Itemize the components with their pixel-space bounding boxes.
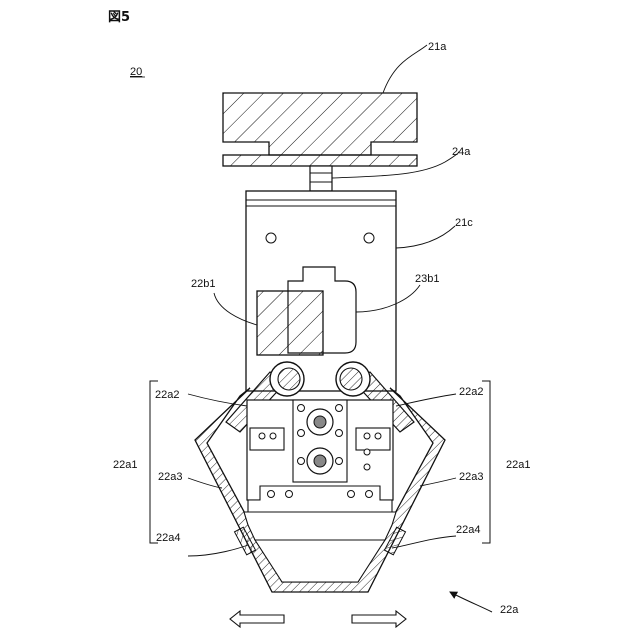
label-22a: 22a (500, 604, 519, 616)
base-block-21a (223, 93, 417, 155)
label-22a3-right: 22a3 (459, 471, 483, 483)
lower-body (244, 512, 396, 540)
bracket-right (356, 428, 390, 450)
housing-hole-left (266, 233, 276, 243)
label-21c: 21c (455, 217, 473, 229)
small-hole (336, 405, 343, 412)
block-22b1 (257, 291, 323, 355)
label-24a: 24a (452, 146, 471, 158)
small-hole (336, 458, 343, 465)
ref-main: 20 (130, 66, 142, 78)
arrow-right (352, 611, 406, 627)
brace-right (482, 381, 490, 543)
arrow-left (230, 611, 284, 627)
center-bolt-bottom-inner (314, 455, 326, 467)
pivot-left-inner (278, 368, 300, 390)
plate (223, 155, 417, 166)
label-22a3-left: 22a3 (158, 471, 182, 483)
label-22a4-right: 22a4 (456, 524, 480, 536)
small-hole (336, 430, 343, 437)
brace-left (150, 381, 158, 543)
center-bolt-top-inner (314, 416, 326, 428)
arrow-22a (450, 592, 492, 612)
label-22b1: 22b1 (191, 278, 215, 290)
bracket-left (250, 428, 284, 450)
shaft-24a (310, 166, 332, 191)
label-22a2-left: 22a2 (155, 389, 179, 401)
label-22a4-left: 22a4 (156, 532, 180, 544)
lower-plate (248, 486, 392, 512)
label-22a1-right: 22a1 (506, 459, 530, 471)
small-hole (298, 458, 305, 465)
small-hole (298, 430, 305, 437)
small-hole (298, 405, 305, 412)
label-21a: 21a (428, 41, 447, 53)
label-22a2-right: 22a2 (459, 386, 483, 398)
label-23b1: 23b1 (415, 273, 439, 285)
figure-title: 図5 (108, 10, 130, 25)
pivot-right-inner (340, 368, 362, 390)
housing-hole-right (364, 233, 374, 243)
label-22a1-left: 22a1 (113, 459, 137, 471)
